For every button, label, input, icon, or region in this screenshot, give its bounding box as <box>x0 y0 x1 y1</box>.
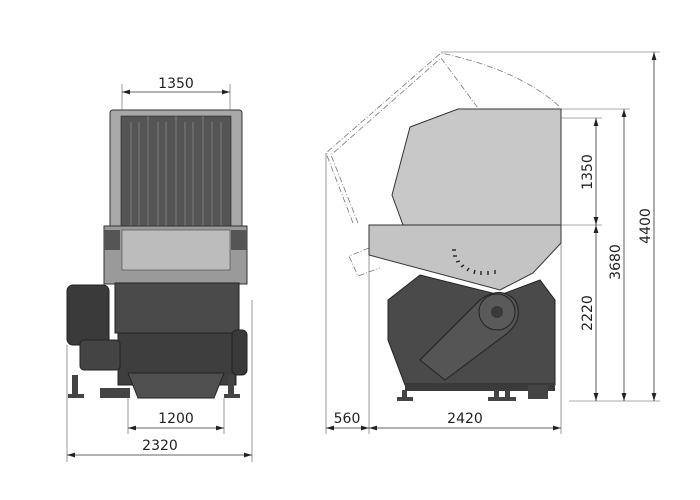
dim-length: 2420 <box>447 411 483 427</box>
lower-hopper <box>368 224 562 291</box>
dim-overhang: 560 <box>334 411 361 427</box>
vent-slots <box>452 249 496 275</box>
dim-hopper-height: 1350 <box>580 154 596 190</box>
dim-machine-height: 2220 <box>580 295 596 331</box>
dim-overall-width: 2320 <box>142 438 178 454</box>
front-cutting-chamber <box>114 282 240 334</box>
front-view: 1350 1200 2320 <box>66 76 253 462</box>
side-feet <box>397 385 548 401</box>
dim-open-height: 4400 <box>638 208 654 244</box>
dim-hopper-width: 1350 <box>158 76 194 92</box>
flywheel <box>231 329 248 376</box>
base-frame <box>405 383 555 391</box>
dim-base-width: 1200 <box>158 411 194 427</box>
drive-motor <box>66 284 110 346</box>
open-lid-outline <box>325 52 561 224</box>
pulley-hub <box>491 306 503 318</box>
hopper-ribs <box>130 116 222 228</box>
side-block-left <box>104 230 120 250</box>
dim-closed-height: 3680 <box>608 244 624 280</box>
front-lower-panel <box>121 229 231 271</box>
side-view: 4400 3680 1350 2220 560 2420 <box>325 51 660 434</box>
hopper-lid <box>391 108 562 226</box>
front-feet <box>68 375 240 398</box>
side-block-right <box>231 230 247 250</box>
front-discharge-chute <box>127 372 225 399</box>
gearbox <box>79 339 121 371</box>
